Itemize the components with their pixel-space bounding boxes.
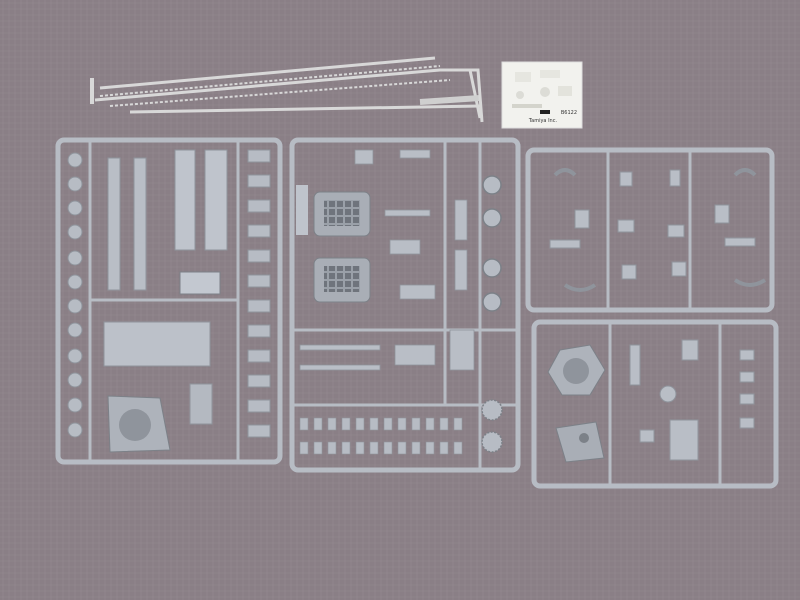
metal-track-runners	[90, 56, 484, 123]
decal-sheet	[501, 61, 583, 129]
decal-code-text: B6122	[560, 110, 577, 116]
sprue-d	[531, 319, 779, 489]
decal-maker-text: Tamiya Inc.	[528, 118, 558, 124]
sprue-a	[55, 137, 283, 465]
sprue-b	[289, 137, 521, 473]
sprue-c	[525, 147, 775, 313]
